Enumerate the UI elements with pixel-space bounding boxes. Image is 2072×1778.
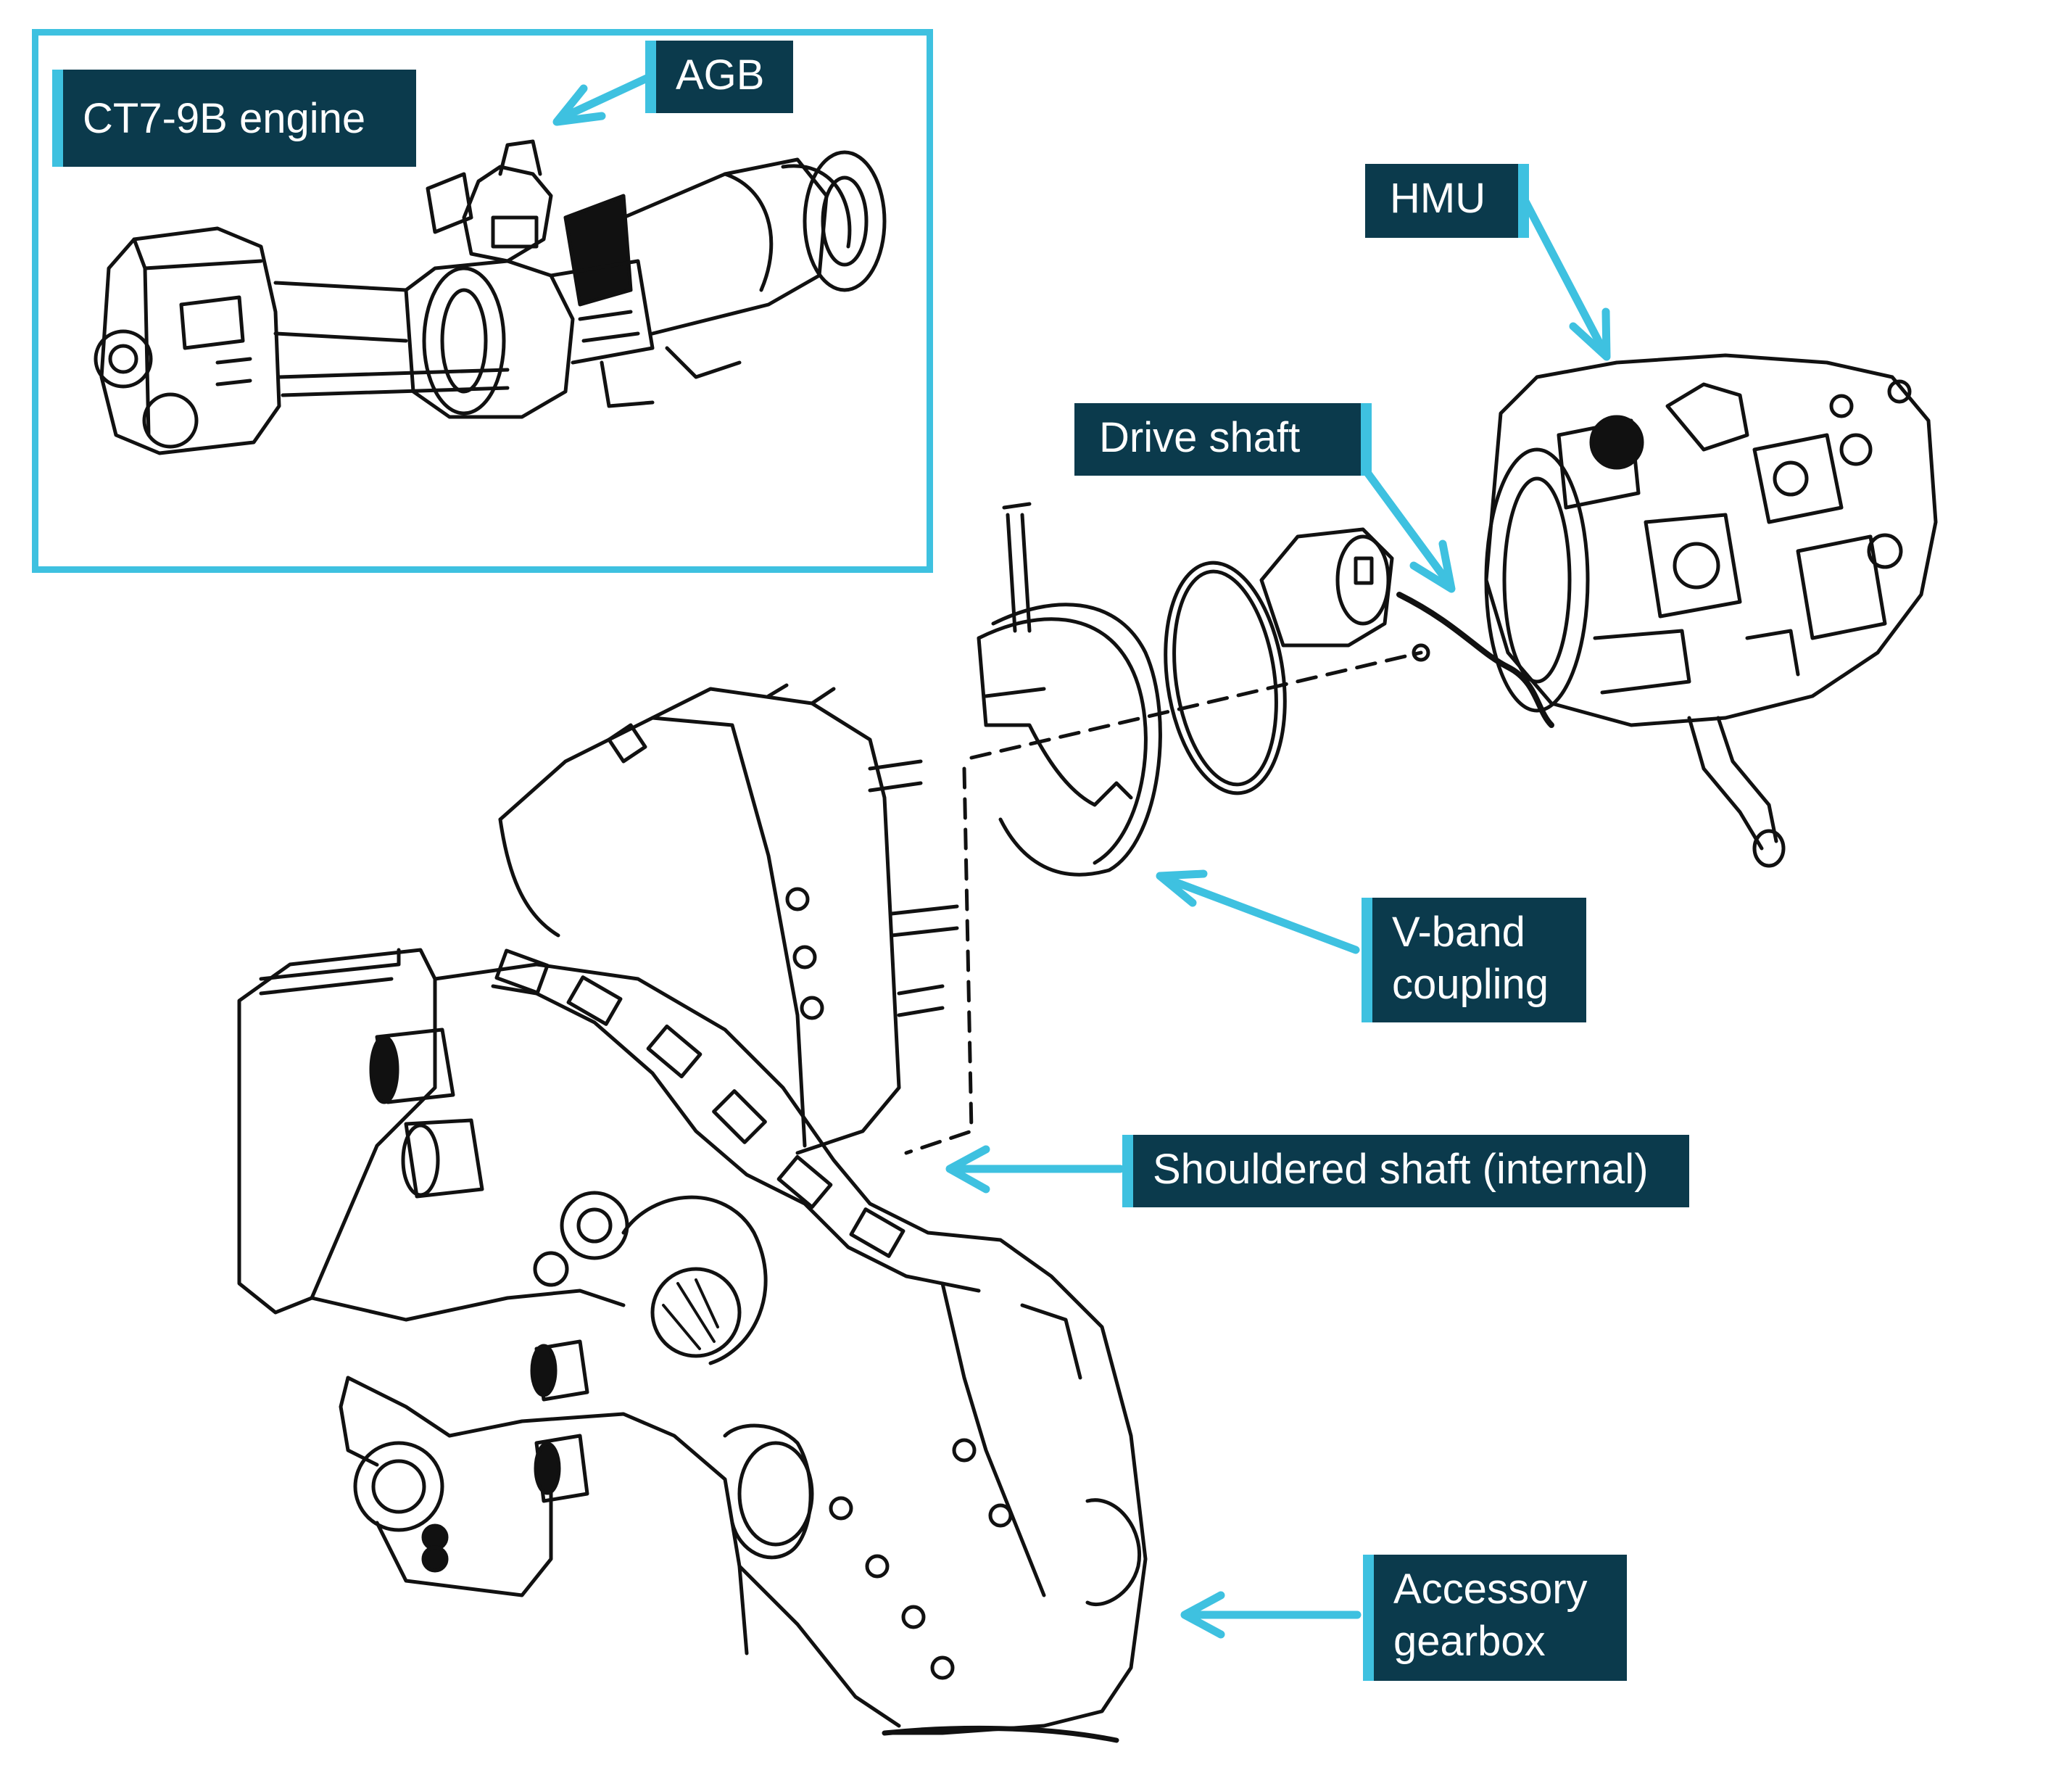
shouldered-shaft-label-text: Shouldered shaft (internal) bbox=[1153, 1146, 1649, 1193]
shouldered-shaft-label: Shouldered shaft (internal) bbox=[1122, 1135, 1689, 1207]
accessory-gearbox-label-line1: Accessory bbox=[1393, 1566, 1588, 1613]
hmu-label: HMU bbox=[1365, 164, 1529, 238]
drive-shaft-arrow bbox=[1351, 452, 1451, 584]
drive-shaft-label: Drive shaft bbox=[1074, 403, 1372, 476]
v-band-coupling-label: V-band coupling bbox=[1362, 898, 1586, 1022]
agb-arrow bbox=[561, 74, 651, 120]
v-band-coupling-label-line1: V-band bbox=[1392, 909, 1525, 956]
v-band-coupling-label-line2: coupling bbox=[1392, 960, 1549, 1008]
ct7-9b-engine-label-text: CT7-9B engine bbox=[83, 95, 366, 142]
v-band-coupling-arrow bbox=[1164, 875, 1360, 954]
agb-label: AGB bbox=[645, 41, 793, 113]
hmu-label-text: HMU bbox=[1390, 175, 1486, 222]
accessory-gearbox-label: Accessory gearbox bbox=[1363, 1555, 1627, 1681]
accessory-gearbox-label-line2: gearbox bbox=[1393, 1617, 1546, 1665]
label-arrows bbox=[552, 74, 1611, 1639]
o-ring-sketch bbox=[1164, 561, 1287, 795]
hmu-arrow bbox=[1518, 191, 1607, 352]
accessory-gearbox-sketch bbox=[237, 683, 1148, 1743]
ct7-9b-engine-sketch bbox=[94, 139, 887, 455]
drive-shaft-sketch bbox=[1259, 527, 1430, 662]
hmu-sketch bbox=[1396, 353, 1938, 868]
drive-shaft-label-text: Drive shaft bbox=[1099, 414, 1301, 461]
v-band-coupling-sketch bbox=[977, 502, 1162, 877]
agb-label-text: AGB bbox=[676, 51, 765, 99]
ct7-9b-engine-label: CT7-9B engine bbox=[52, 70, 416, 167]
engine-inset-frame bbox=[32, 29, 933, 573]
